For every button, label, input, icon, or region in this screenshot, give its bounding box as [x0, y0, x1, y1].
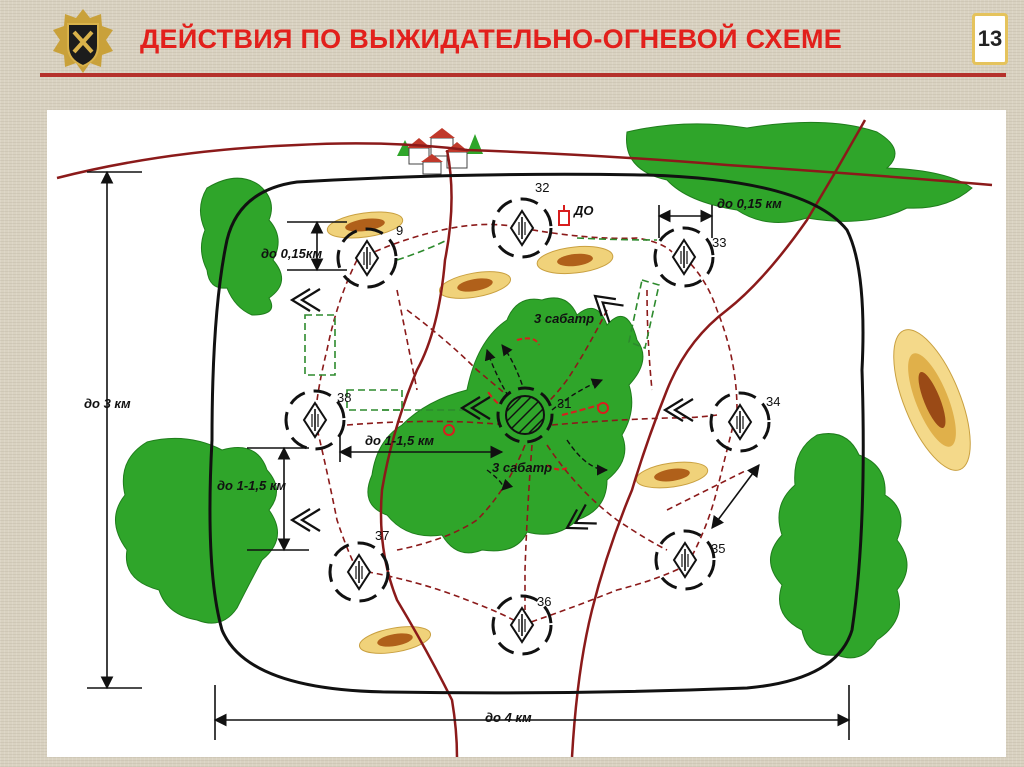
post-label-32: 32 [535, 180, 549, 195]
hill-3 [536, 243, 614, 277]
do-label: ДО [573, 203, 594, 218]
post-label-39: 9 [396, 223, 403, 238]
label-do-1-15-center: до 1-1,5 км [365, 433, 434, 448]
post-label-31: 31 [557, 396, 571, 411]
page-number-badge: 13 [972, 13, 1008, 65]
hill-4 [635, 458, 710, 492]
hill-1 [326, 208, 405, 242]
slide-header: ДЕЙСТВИЯ ПО ВЫЖИДАТЕЛЬНО-ОГНЕВОЙ СХЕМЕ 1… [0, 0, 1024, 100]
slide-title: ДЕЙСТВИЯ ПО ВЫЖИДАТЕЛЬНО-ОГНЕВОЙ СХЕМЕ [140, 24, 842, 55]
label-do-1-15-left: до 1-1,5 км [217, 478, 286, 493]
forest-left-bottom [115, 438, 277, 623]
post-37 [330, 543, 388, 601]
label-do-015-top: до 0,15 км [717, 196, 782, 211]
post-38 [286, 391, 344, 449]
hill-6 [878, 320, 986, 480]
hill-2 [437, 267, 512, 303]
post-label-38: 38 [337, 390, 351, 405]
diagram-svg: 32 33 34 35 36 37 38 9 31 ДО до 0,15км д… [47, 110, 1006, 757]
post-31-center [498, 388, 552, 442]
chevron-39 [292, 289, 320, 311]
chevron-34 [665, 399, 693, 421]
post-34 [711, 393, 769, 451]
forest-right-bottom [771, 434, 908, 658]
title-divider [40, 73, 1006, 77]
post-39 [338, 229, 396, 287]
post-label-36: 36 [537, 594, 551, 609]
label-do-3km: до 3 км [84, 396, 131, 411]
post-32 [493, 199, 551, 257]
chevron-37 [292, 509, 320, 531]
label-sabatr-top: 3 сабатр [534, 311, 594, 326]
label-sabatr-bottom: 3 сабатр [492, 460, 552, 475]
label-do-4km: до 4 км [485, 710, 532, 725]
forest-top-right [627, 122, 973, 222]
post-33 [655, 228, 713, 286]
post-35 [656, 531, 714, 589]
label-do-015-left: до 0,15км [261, 246, 322, 261]
post-label-33: 33 [712, 235, 726, 250]
army-emblem-icon [48, 6, 118, 76]
tactical-diagram: 32 33 34 35 36 37 38 9 31 ДО до 0,15км д… [47, 110, 1006, 757]
post-label-34: 34 [766, 394, 780, 409]
post-label-37: 37 [375, 528, 389, 543]
do-marker-icon [559, 205, 569, 225]
post-label-35: 35 [711, 541, 725, 556]
